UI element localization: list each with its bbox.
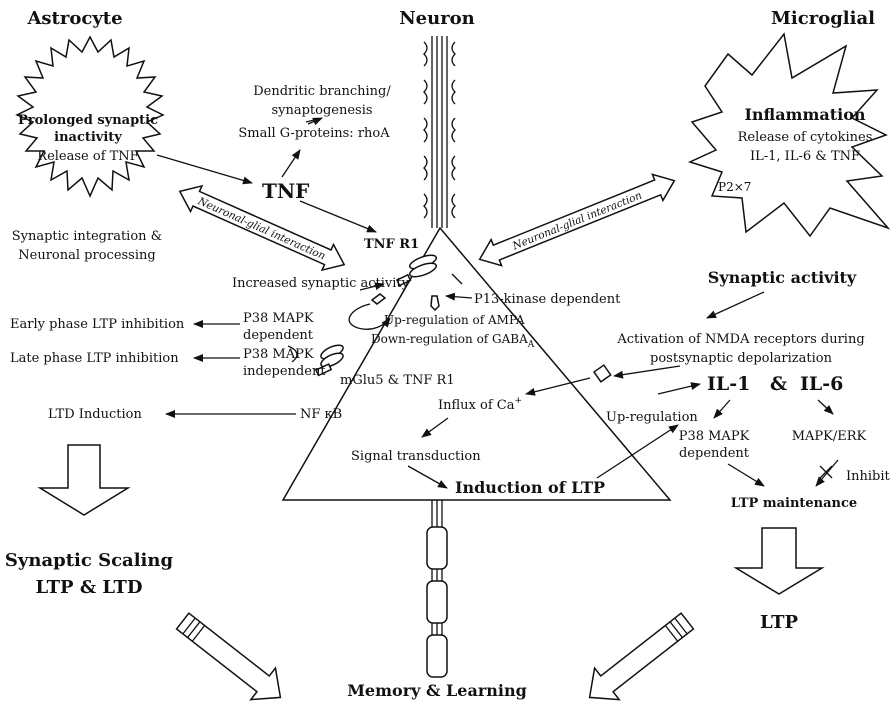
arrow-tnf-to-receptor [299,200,377,233]
header-astrocyte: Astrocyte [26,8,122,29]
p38-right-line2: dependent [679,446,750,461]
astrocyte-star-line2: inactivity [54,130,122,145]
il-amp-label: & [770,373,787,395]
arrow-il1-to-p38 [713,399,731,419]
dendritic-branching-line2: synaptogenesis [271,103,372,118]
inflammation-label: Inflammation [744,105,865,124]
arrow-p38-to-maintenance [727,463,765,487]
ltp-label: LTP [760,612,799,633]
mglu5-label: mGlu5 & TNF R1 [340,373,455,388]
arrow-ltp-to-memory [588,612,695,701]
block-arrow-down-left [37,444,131,516]
interaction-label-left: Neuronal-glial interaction [195,195,327,263]
p38-independent-line1: P38 MAPK [243,347,314,362]
loop-arrow-ampa [348,303,391,330]
induction-ltp-label: Induction of LTP [455,478,605,497]
mapk-erk-label: MAPK/ERK [792,429,867,444]
arrow-astrocyte-to-tnf [156,154,253,185]
influx-superscript: + [514,396,522,406]
p38-dependent-line1: P38 MAPK [243,311,314,326]
p38-right-line1: P38 MAPK [679,429,750,444]
interaction-arrow-right: Neuronal-glial interaction [478,173,676,267]
synaptic-activity-title: Synaptic activity [708,268,857,287]
tnf-r1-label: TNF R1 [364,237,419,252]
nfkb-label: NF κB [300,407,342,422]
tnf-label: TNF [262,179,309,203]
block-arrow-down-right [733,527,825,595]
myelin-sheath-3 [426,634,448,678]
signal-transduction-label: Signal transduction [351,449,481,464]
arrow-to-dendritic [307,117,323,126]
g-proteins-label: Small G-proteins: rhoA [238,126,390,141]
p38-independent-line2: independent [243,364,326,379]
arrow-nmda-to-receptor [613,365,681,379]
inhibit-label: Inhibit [846,469,891,484]
upregulation-label: Up-regulation [606,410,698,425]
synaptic-scaling-line2: LTP & LTD [35,577,142,598]
ltp-maintenance-label: LTP maintenance [731,496,857,511]
arrow-synaptic-to-nmda [706,291,765,319]
arrow-to-influx [525,377,591,396]
synaptic-integration-line1: Synaptic integration & [12,229,163,244]
influx-text: Influx of Ca [438,398,515,413]
dash-pi3 [451,273,463,285]
astrocyte-star-shape [15,35,165,198]
neuron-dendrite [423,36,456,228]
gaba-label: Down-regulation of GABAA [371,332,535,350]
astrocyte-star-line3: Release of TNF [37,149,138,164]
header-microglial: Microglial [771,8,875,29]
il1-label: IL-1 [707,373,750,395]
arrow-il6-to-mapk [817,399,834,415]
ampa-label: Up-regulation of AMPA [384,313,525,327]
early-ltp-inhibition: Early phase LTP inhibition [10,317,185,332]
dendritic-branching-line1: Dendritic branching/ [253,84,391,99]
arrow-signal-to-ltp [407,465,448,489]
pi3-kinase-label: P13-kinase dependent [474,292,621,307]
arrow-increased-activity [359,282,385,291]
interaction-label-right: Neuronal-glial interaction [510,189,644,252]
ltd-induction-label: LTD Induction [48,407,142,422]
neuron-soma [281,226,672,501]
arrow-influx-to-signal [421,417,449,438]
arrow-ltp-to-upregulation [596,424,679,479]
synaptic-scaling-line1: Synaptic Scaling [5,550,174,571]
bracket-p38 [287,345,298,363]
myelin-sheath-1 [426,526,448,570]
myelin-sheath-2 [426,580,448,624]
p38-dependent-line2: dependent [243,328,314,343]
cytokine-release-line1: Release of cytokines [738,130,873,145]
header-neuron: Neuron [399,8,475,29]
gaba-subscript: A [527,340,535,350]
late-ltp-inhibition: Late phase LTP inhibition [10,351,179,366]
p2x7-label: P2×7 [718,180,751,194]
neuron-axon [426,500,448,678]
increased-synaptic-activity: Increased synaptic activity [232,276,410,291]
microglia-star-shape [687,32,891,238]
influx-ca-label: Influx of Ca+ [438,396,522,413]
inhibit-cross-icon [819,465,833,479]
nmda-line2: postsynaptic depolarization [650,351,833,366]
arrow-tnf-to-g-proteins [281,149,301,178]
gaba-text: Down-regulation of GABA [371,332,528,346]
il6-label: IL-6 [800,373,843,395]
cytokine-release-line2: IL-1, IL-6 & TNF [750,149,860,164]
memory-learning-label: Memory & Learning [347,681,527,700]
arrow-scaling-to-memory [175,612,282,701]
arrow-to-il1 [657,382,701,395]
synaptic-integration-line2: Neuronal processing [18,248,155,263]
astrocyte-star-line1: Prolonged synaptic [18,113,158,128]
receptor-icons [315,254,612,383]
arrow-pi3 [445,292,473,301]
nmda-line1: Activation of NMDA receptors during [616,332,864,347]
